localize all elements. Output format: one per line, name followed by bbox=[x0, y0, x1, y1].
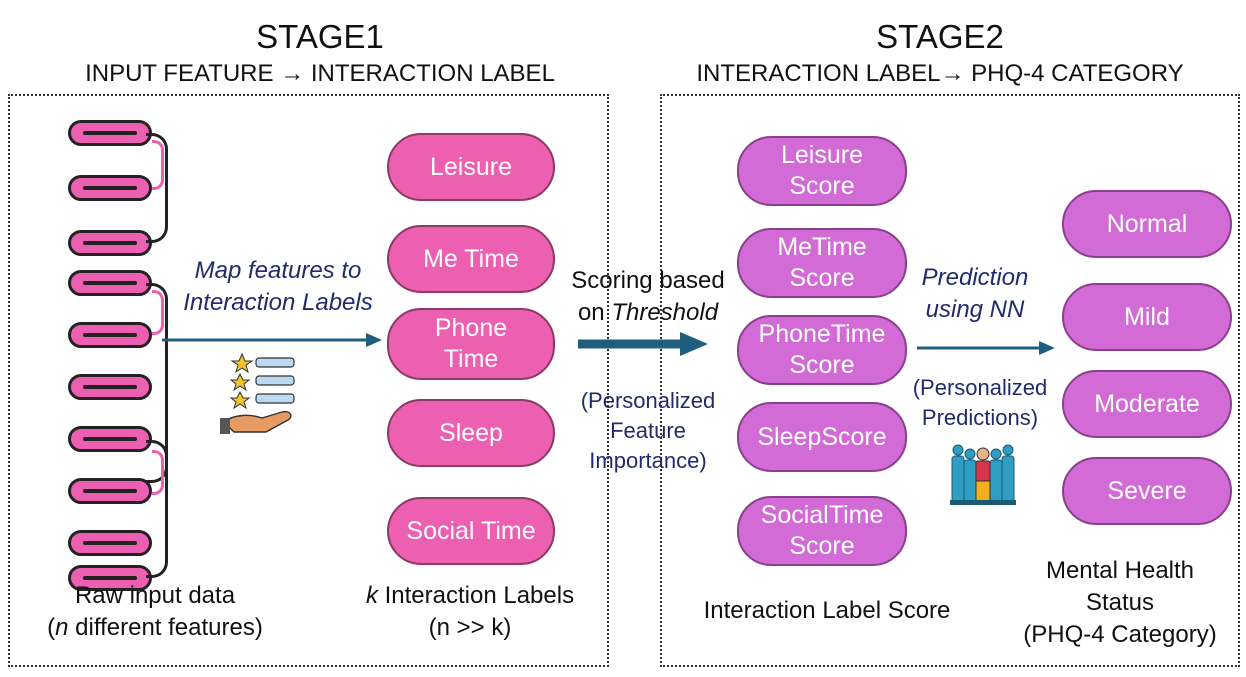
raw-input-caption: Raw input data (n different features) bbox=[47, 582, 263, 641]
category-normal: Normal bbox=[1062, 190, 1232, 258]
feature-link bbox=[152, 140, 164, 190]
stage1-title: STAGE1 bbox=[256, 18, 384, 55]
label-leisure: Leisure bbox=[387, 133, 555, 201]
feature-link bbox=[152, 290, 164, 335]
prediction-text: Prediction using NN bbox=[921, 264, 1029, 323]
prediction-arrow bbox=[917, 341, 1055, 355]
map-features-text: Map features to Interaction Labels bbox=[183, 257, 373, 316]
mental-health-caption: Mental Health Status (PHQ-4 Category) bbox=[1023, 557, 1217, 648]
people-group-icon bbox=[950, 444, 1016, 505]
stage2-subtitle: INTERACTION LABEL→ PHQ-4 CATEGORY bbox=[696, 60, 1184, 87]
feature-item bbox=[68, 478, 152, 504]
label-me-time: Me Time bbox=[387, 225, 555, 293]
feature-item bbox=[68, 120, 152, 146]
stage1-panel bbox=[8, 94, 609, 667]
feature-item bbox=[68, 175, 152, 201]
scoring-text: Scoring based on Threshold bbox=[571, 267, 725, 326]
stage2-panel bbox=[660, 94, 1240, 667]
feature-item bbox=[68, 322, 152, 348]
feature-group-bracket bbox=[146, 283, 168, 483]
feature-item bbox=[68, 374, 152, 400]
label-social-time: Social Time bbox=[387, 497, 555, 565]
feature-item bbox=[68, 270, 152, 296]
map-arrow bbox=[162, 333, 382, 347]
category-moderate: Moderate bbox=[1062, 370, 1232, 438]
feature-group-bracket bbox=[146, 440, 168, 578]
feature-item bbox=[68, 426, 152, 452]
score-sleep: SleepScore bbox=[737, 402, 907, 472]
category-mild: Mild bbox=[1062, 283, 1232, 351]
category-severe: Severe bbox=[1062, 457, 1232, 525]
feature-link bbox=[152, 450, 164, 495]
scoring-arrow bbox=[578, 332, 708, 356]
stage2-title: STAGE2 bbox=[876, 18, 1004, 55]
label-score-caption: Interaction Label Score bbox=[703, 597, 951, 624]
feature-group-bracket bbox=[146, 133, 168, 243]
scoring-note: (Personalized Feature Importance) bbox=[580, 388, 716, 473]
feature-item bbox=[68, 530, 152, 556]
feature-item bbox=[68, 230, 152, 256]
prediction-note: (Personalized Predictions) bbox=[912, 375, 1048, 430]
stage1-subtitle: INPUT FEATURE → INTERACTION LABEL bbox=[85, 60, 555, 87]
feature-item bbox=[68, 565, 152, 591]
rating-hand-icon bbox=[220, 352, 295, 434]
label-sleep: Sleep bbox=[387, 399, 555, 467]
interaction-labels-caption: k Interaction Labels (n >> k) bbox=[365, 582, 575, 641]
